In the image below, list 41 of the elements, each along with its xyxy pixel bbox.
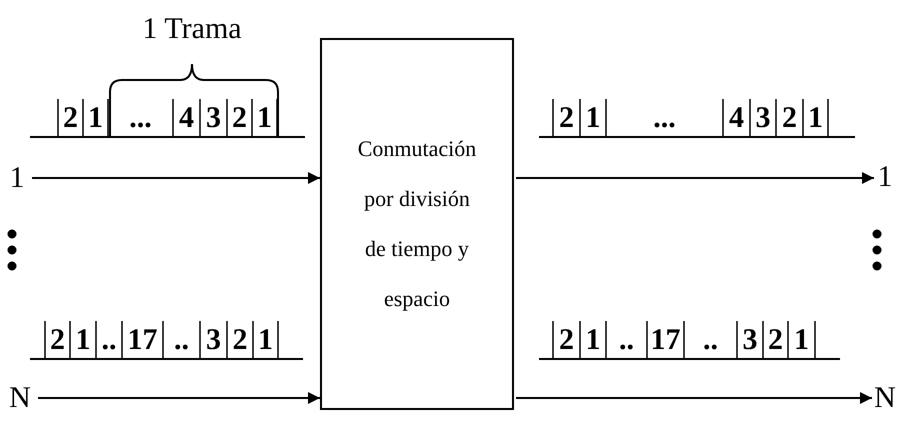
slot-number: 2: [62, 103, 79, 133]
slot-number: 2: [781, 103, 798, 133]
frame-label: 1 Trama: [141, 14, 243, 44]
slot-number: 1: [807, 103, 824, 133]
slot-number: 1: [584, 325, 602, 355]
slot-number: 1: [256, 103, 273, 133]
slot-number: 17: [650, 325, 682, 355]
slot-number: 1: [87, 103, 104, 133]
slot-number: 2: [231, 103, 248, 133]
arrow: [516, 172, 874, 184]
slot-number: 3: [754, 103, 772, 133]
slot-number: 3: [205, 103, 222, 133]
slot-number: 1: [793, 325, 810, 355]
slot-number: 1: [257, 325, 274, 355]
slot-number: ..: [618, 325, 635, 355]
line-number: N: [874, 381, 896, 415]
arrow: [32, 172, 320, 184]
slot-number: 1: [74, 325, 92, 355]
slot-number: 2: [767, 325, 784, 355]
slot-number: ..: [173, 325, 190, 355]
line-number: N: [9, 381, 31, 415]
slot-number: 17: [126, 325, 158, 355]
slot-number: 2: [49, 325, 66, 355]
box-label: Conmutación por división de tiempo y espacio: [358, 135, 476, 313]
line-number: 1: [878, 160, 892, 194]
slot-number: ..: [100, 325, 118, 355]
slot-number: ...: [652, 103, 677, 133]
slot-number: 2: [558, 103, 575, 133]
slot-number: 3: [205, 325, 222, 355]
slot-number: ...: [128, 103, 153, 133]
slot-number: 4: [728, 103, 745, 133]
slot-number: 3: [742, 325, 758, 355]
arrow: [38, 392, 320, 404]
slot-number: ..: [702, 325, 719, 355]
slot-number: 2: [558, 325, 575, 355]
slot-number: 2: [232, 325, 248, 355]
switch-box: [320, 38, 514, 410]
arrow: [516, 392, 872, 404]
slot-number: 4: [178, 103, 195, 133]
slot-number: 1: [584, 103, 602, 133]
line-number: 1: [10, 161, 24, 195]
